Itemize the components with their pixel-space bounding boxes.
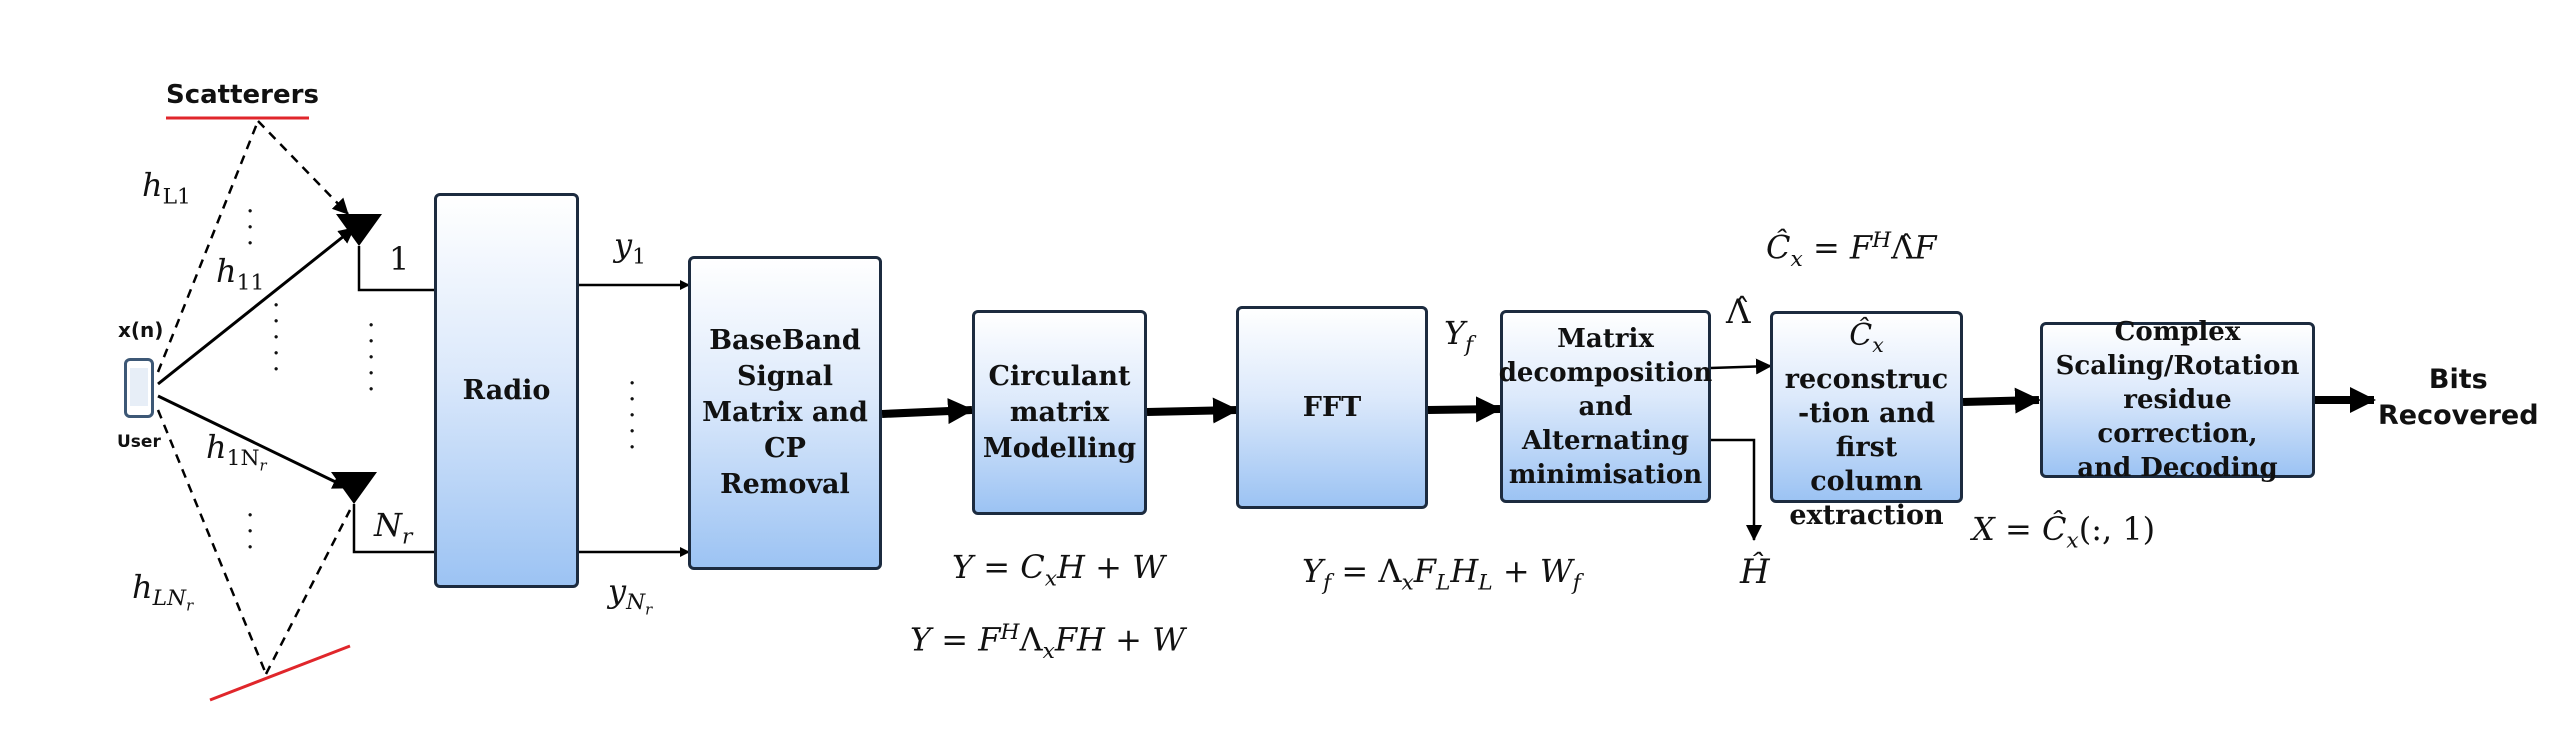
arrow-circulant-to-fft (1146, 397, 1239, 424)
equation-circulant-2: Y = FHΛxFH + W (910, 620, 1185, 665)
circulant-block: Circulant matrix Modelling (972, 310, 1147, 515)
antenna-nr-label: Nr (374, 506, 413, 550)
phone-icon (124, 358, 154, 418)
scatterer-bottom-line (209, 644, 351, 702)
arrow-cx-to-complex (1962, 387, 2041, 414)
equation-circulant-1: Y = CxH + W (952, 548, 1165, 592)
equation-x: X = Ĉx(:, 1) (1972, 510, 2156, 554)
equation-cx-hat: Ĉx = FHΛ̂F (1766, 228, 1937, 273)
bits-recovered-label: Bits Recovered (2378, 364, 2539, 431)
antenna-1-label: 1 (389, 240, 410, 278)
channel-label-h1Nr: h1Nr (206, 428, 267, 475)
complex-scaling-block: Complex Scaling/Rotation residue correct… (2040, 317, 2315, 483)
scatterers-label: Scatterers (166, 80, 319, 110)
channel-label-hLNr: hLNr (132, 568, 194, 615)
cx-block-math: Ĉx (1849, 317, 1884, 357)
signal-lambda-hat-label: Λ̂ (1726, 292, 1751, 332)
radio-output-ynr-label: yNr (608, 572, 653, 619)
antenna-1-icon (336, 214, 382, 246)
path-user-to-antenna-1 (157, 226, 355, 386)
dots-radio-outputs: . . . . . (628, 361, 637, 455)
baseband-block: BaseBand Signal Matrix and CP Removal (688, 256, 882, 570)
path-user-to-top-scatterer (156, 120, 260, 373)
antenna-nr-icon (331, 472, 377, 504)
antenna-nr-feed (352, 504, 437, 554)
cx-block-text: reconstruc -tion and first column extrac… (1784, 363, 1949, 531)
channel-label-h11: h11 (216, 252, 265, 296)
user-device-label: User (117, 432, 161, 452)
path-top-scatterer-to-antenna-1 (257, 120, 349, 215)
matrix-decomposition-block: Matrix decomposition and Alternating min… (1499, 310, 1712, 503)
radio-block: Radio (434, 193, 579, 588)
arrow-baseband-to-circulant (881, 398, 974, 425)
cx-reconstruction-block: Ĉx reconstruc -tion and first column ext… (1770, 311, 1963, 531)
antenna-1-feed (357, 246, 437, 292)
arrow-lambda-hat (1710, 358, 1772, 375)
dots-top-scatter: . . . (246, 189, 255, 251)
user-signal-label: x(n) (118, 318, 164, 342)
dots-mid-left: . . . . . (272, 283, 281, 377)
signal-yf-label: Yf (1444, 314, 1474, 358)
radio-output-y1-label: y1 (614, 226, 646, 270)
fft-block: FFT (1236, 306, 1428, 509)
dots-bottom-scatter: . . . (246, 493, 255, 555)
arrow-fft-to-decomposition (1427, 396, 1502, 423)
channel-label-hL1: hL1 (142, 166, 191, 210)
arrow-h-hat (1711, 438, 1762, 541)
equation-fft: Yf = ΛxFLHL + Wf (1302, 552, 1581, 596)
signal-h-hat-label: Ĥ (1740, 552, 1770, 592)
path-user-to-antenna-nr (157, 394, 349, 490)
dots-antennas: . . . . . (367, 303, 376, 397)
